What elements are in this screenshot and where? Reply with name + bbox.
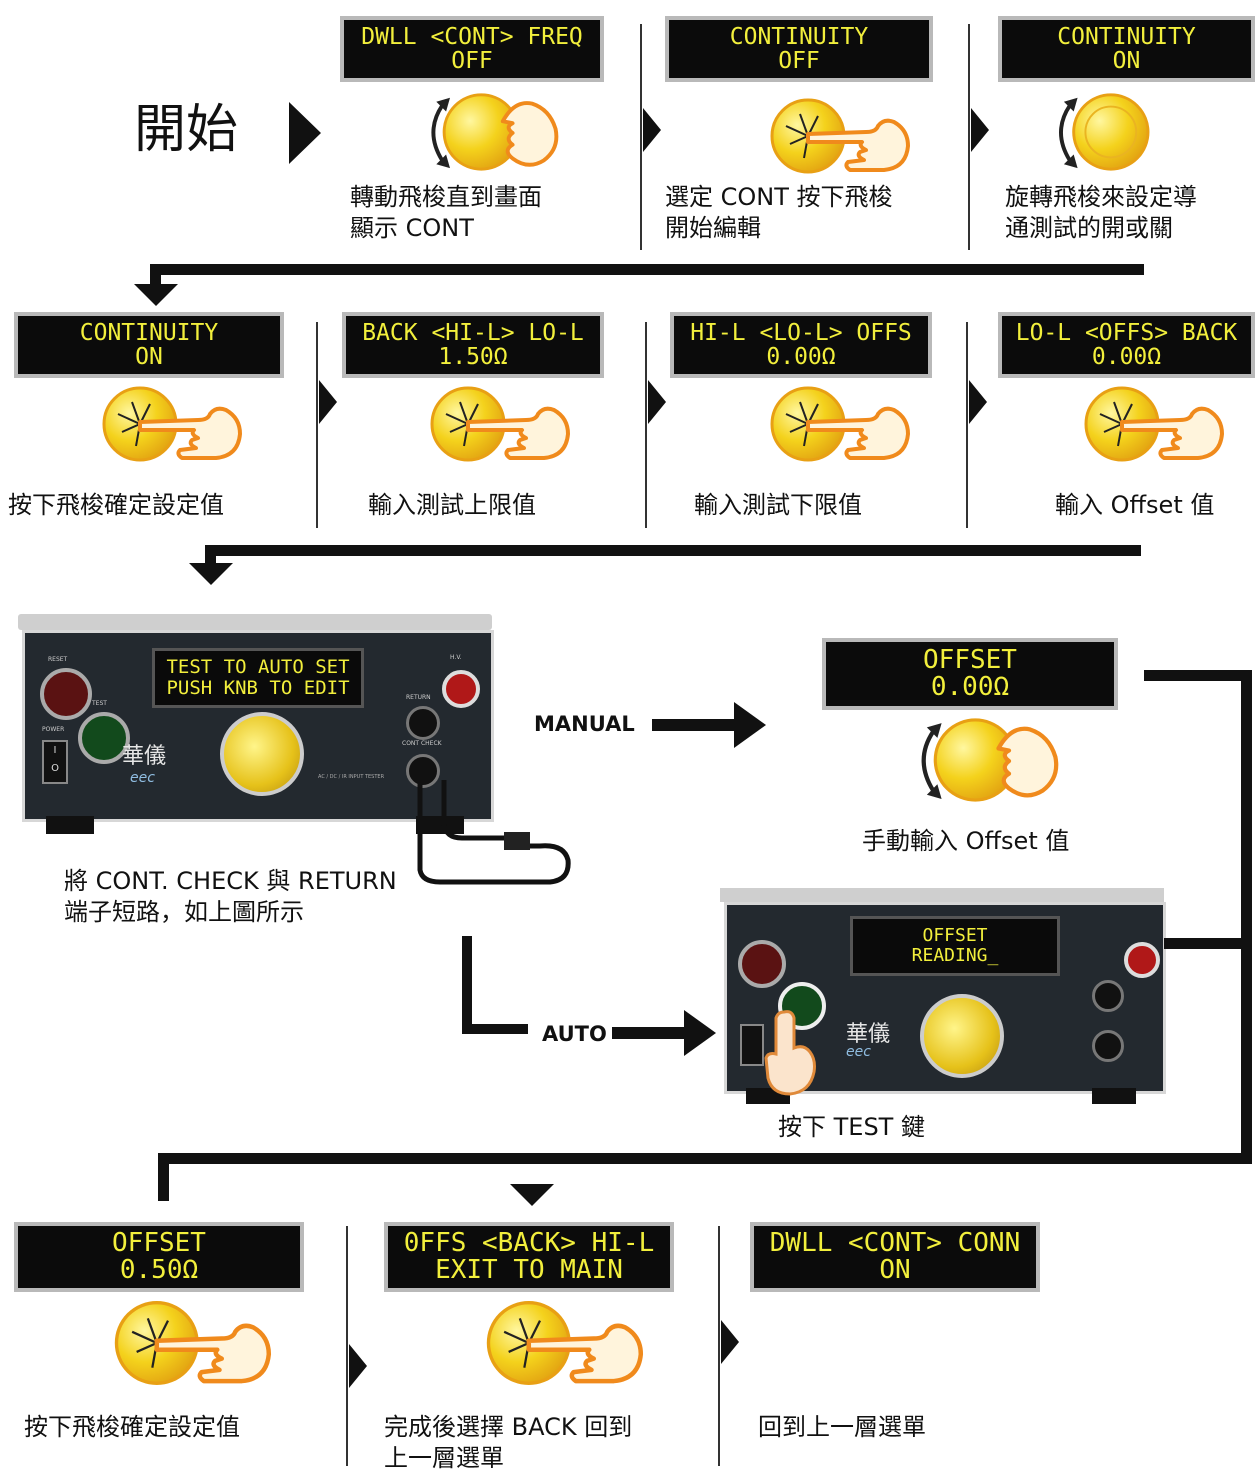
flow-connector [1241, 670, 1252, 1164]
press-knob-icon [112, 1298, 280, 1388]
hv-label: H.V. [450, 654, 462, 661]
reset-label: RESET [48, 656, 68, 663]
press-knob-icon [428, 384, 578, 464]
separator [968, 24, 970, 250]
auto-caption: 按下 TEST 鍵 [778, 1113, 925, 1141]
row1-step3-caption: 旋轉飛梭來設定導通測試的開或關 [1005, 183, 1197, 243]
flow-connector [158, 1153, 1252, 1164]
brand-label: 華儀 [122, 744, 167, 769]
return-terminal [1092, 980, 1124, 1012]
row4-step2-caption: 完成後選擇 BACK 回到上一層選單 [384, 1413, 633, 1473]
return-terminal [406, 706, 440, 740]
press-knob-icon [100, 384, 250, 464]
row2-step4-caption: 輸入 Offset 值 [1055, 491, 1215, 519]
power-label: POWER [42, 726, 65, 733]
separator [645, 322, 647, 528]
separator [718, 1226, 720, 1466]
start-arrow-icon [289, 102, 321, 164]
manual-arrow-icon [652, 702, 766, 748]
flow-connector [205, 545, 216, 565]
press-knob-icon [768, 96, 918, 176]
cont-check-terminal [1092, 1030, 1124, 1062]
main-knob[interactable] [920, 994, 1004, 1078]
step-arrow-icon [349, 1344, 367, 1388]
row2-step2-caption: 輸入測試上限值 [368, 491, 536, 519]
flow-connector [150, 264, 1144, 275]
hv-terminal [442, 670, 480, 708]
brand-label: 華儀 [846, 1022, 891, 1047]
auto-connector [462, 936, 472, 1034]
press-knob-icon [768, 384, 918, 464]
start-label: 開始 [134, 100, 239, 160]
flow-connector [205, 545, 1141, 556]
manual-label: MANUAL [534, 712, 635, 736]
reset-button[interactable] [738, 940, 786, 988]
auto-label: AUTO [542, 1022, 607, 1046]
row2-step1-caption: 按下飛梭確定設定值 [8, 491, 224, 519]
step-arrow-icon [969, 380, 987, 424]
row1-step2-caption: 選定 CONT 按下飛梭開始編輯 [665, 183, 893, 243]
down-arrow-icon [134, 284, 178, 306]
flow-connector [150, 264, 161, 286]
pointing-hand-icon [764, 1010, 816, 1096]
flow-connector [1164, 938, 1252, 949]
step-arrow-icon [648, 380, 666, 424]
flow-connector [1144, 670, 1251, 681]
logo: eec [130, 770, 155, 786]
return-label: RETURN [406, 694, 431, 701]
step-arrow-icon [643, 108, 661, 152]
step-arrow-icon [721, 1320, 739, 1364]
down-arrow-icon [189, 563, 233, 585]
short-cable [417, 780, 571, 885]
cont-check-label: CONT CHECK [402, 740, 442, 747]
main-knob[interactable] [220, 712, 304, 796]
reset-button[interactable] [40, 668, 92, 720]
rotate-knob-icon [910, 712, 1068, 808]
press-knob-icon [484, 1298, 652, 1388]
separator [316, 322, 318, 528]
down-arrow-icon [510, 1184, 554, 1206]
separator [966, 322, 968, 528]
power-switch[interactable] [740, 1024, 764, 1066]
cont-check-terminal [406, 754, 440, 788]
logo: eec [846, 1044, 871, 1060]
test-button[interactable] [78, 712, 130, 764]
step-arrow-icon [971, 108, 989, 152]
row1-step1-caption: 轉動飛梭直到畫面顯示 CONT [350, 183, 542, 243]
row2-step3-caption: 輸入測試下限值 [694, 491, 862, 519]
separator [346, 1226, 348, 1466]
rotate-knob-icon [1030, 88, 1178, 176]
hv-terminal [1124, 942, 1160, 978]
press-knob-icon [1082, 384, 1232, 464]
auto-connector [462, 1024, 528, 1034]
step-arrow-icon [319, 380, 337, 424]
separator [640, 24, 642, 250]
manual-caption: 手動輸入 Offset 值 [862, 827, 1070, 855]
model-label: AC / DC / IR INPUT TESTER [318, 774, 385, 780]
rotate-knob-icon [420, 88, 568, 176]
auto-arrow-icon [612, 1010, 716, 1056]
test-label: TEST [92, 700, 107, 707]
row4-step3-caption: 回到上一層選單 [758, 1413, 926, 1441]
flow-connector [158, 1153, 169, 1201]
test-button[interactable] [778, 982, 826, 1030]
row4-step1-caption: 按下飛梭確定設定值 [24, 1413, 240, 1441]
